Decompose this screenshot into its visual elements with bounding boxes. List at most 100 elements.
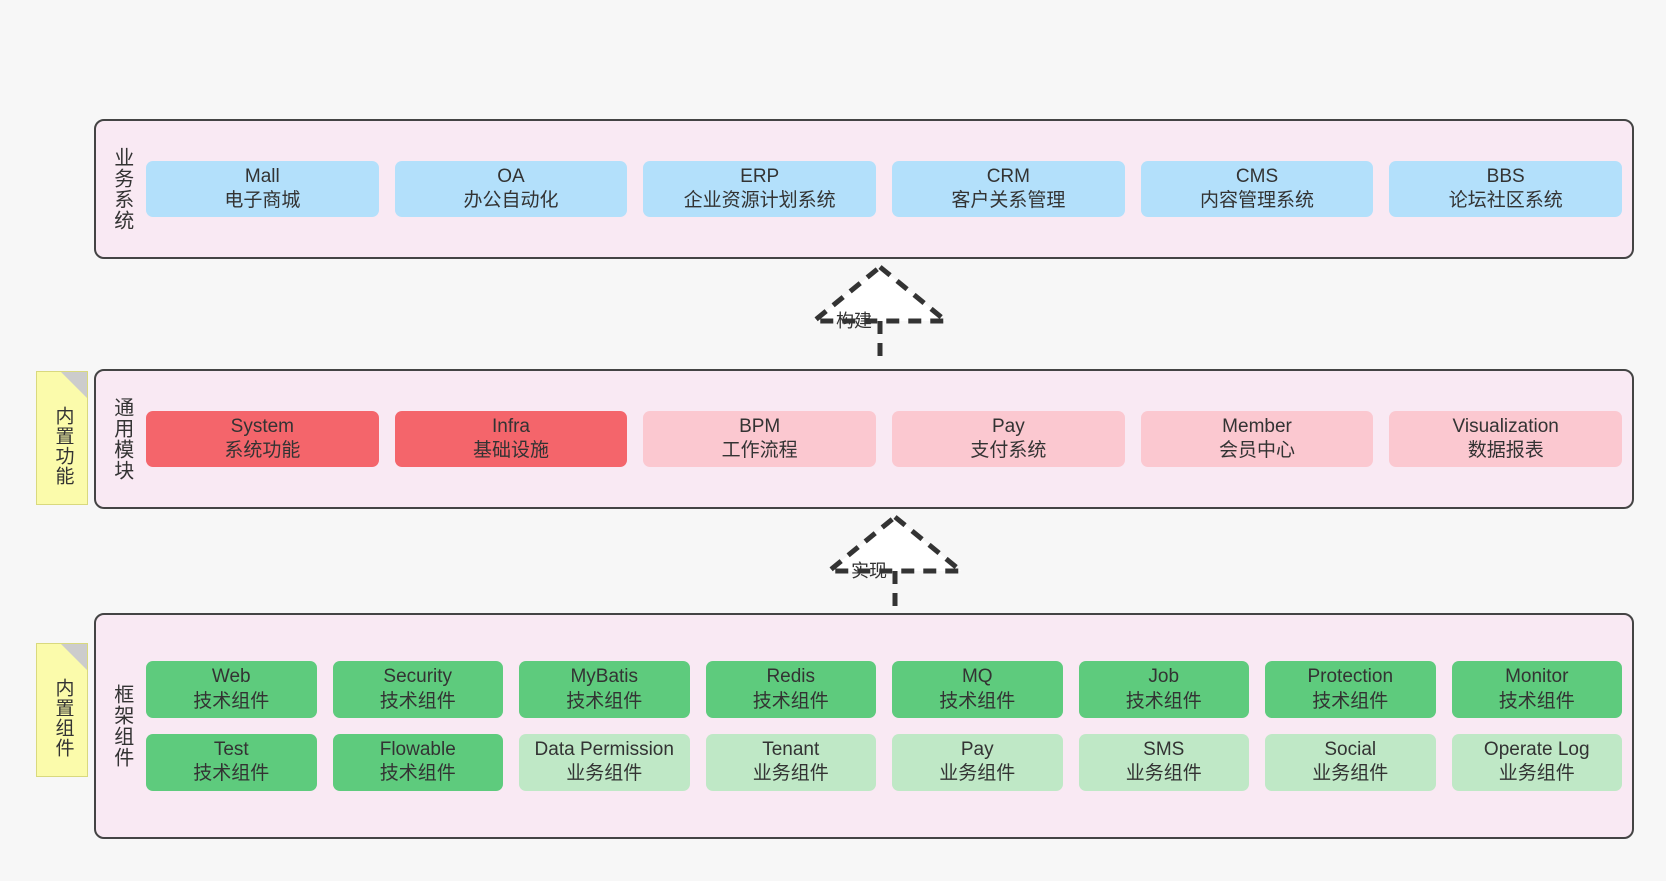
card-subtitle: 技术组件 — [379, 763, 456, 785]
card-title: Monitor — [1505, 666, 1569, 688]
card-subtitle: 办公自动化 — [463, 190, 559, 211]
card-subtitle: 会员中心 — [1219, 440, 1296, 461]
card-title: Social — [1324, 739, 1377, 760]
card-title: Pay — [991, 415, 1025, 437]
card-title: Visualization — [1452, 415, 1559, 437]
card-title: OA — [497, 165, 525, 187]
card-title: Web — [211, 666, 251, 688]
card-subtitle: 技术组件 — [939, 690, 1016, 712]
card-social[interactable]: Social 业务组件 — [1265, 734, 1436, 791]
note-builtin-function-text: 内置功能 — [52, 406, 74, 486]
card-title: Tenant — [762, 739, 820, 760]
card-test[interactable]: Test 技术组件 — [146, 734, 317, 791]
card-subtitle: 业务组件 — [939, 763, 1016, 785]
card-title: ERP — [740, 165, 780, 187]
connector-build: 构建 — [800, 259, 960, 369]
card-title: Flowable — [379, 739, 456, 760]
card-title: Protection — [1307, 666, 1394, 688]
card-title: MQ — [961, 666, 993, 688]
card-system[interactable]: System 系统功能 — [146, 410, 379, 468]
layer-business-system-title: 业务系统 — [110, 147, 133, 231]
card-sms[interactable]: SMS 业务组件 — [1078, 734, 1249, 791]
card-cms[interactable]: CMS 内容管理系统 — [1140, 160, 1374, 218]
card-infra[interactable]: Infra 基础设施 — [394, 410, 628, 468]
card-title: Data Permission — [534, 739, 674, 760]
card-title: Pay — [960, 739, 994, 760]
connector-build-label: 构建 — [836, 311, 872, 331]
card-operate-log[interactable]: Operate Log 业务组件 — [1451, 734, 1622, 791]
card-row: Test 技术组件 Flowable 技术组件 Data Permission … — [146, 734, 1622, 791]
card-subtitle: 数据报表 — [1467, 440, 1544, 461]
card-visualization[interactable]: Visualization 数据报表 — [1389, 410, 1623, 468]
card-subtitle: 业务组件 — [1312, 763, 1389, 785]
layer-common-module-body: System 系统功能 Infra 基础设施 BPM 工作流程 Pay 支付系统… — [146, 371, 1632, 507]
card-crm[interactable]: CRM 客户关系管理 — [892, 160, 1125, 218]
card-title: System — [230, 415, 295, 437]
card-data-permission[interactable]: Data Permission 业务组件 — [519, 734, 690, 791]
card-subtitle: 工作流程 — [721, 440, 798, 461]
card-monitor[interactable]: Monitor 技术组件 — [1451, 661, 1622, 718]
card-mq[interactable]: MQ 技术组件 — [892, 661, 1063, 718]
card-subtitle: 技术组件 — [566, 690, 643, 712]
connector-realize-arrow — [821, 513, 969, 611]
layer-common-module: 通用模块 System 系统功能 Infra 基础设施 BPM 工作流程 Pay… — [94, 369, 1634, 509]
layer-framework-component-title: 框架组件 — [110, 684, 133, 768]
card-web[interactable]: Web 技术组件 — [146, 661, 317, 718]
card-protection[interactable]: Protection 技术组件 — [1265, 661, 1436, 718]
card-title: CMS — [1235, 165, 1279, 187]
card-title: Redis — [766, 666, 816, 688]
card-subtitle: 业务组件 — [1498, 763, 1575, 785]
card-subtitle: 技术组件 — [193, 690, 270, 712]
connector-build-arrow — [806, 263, 954, 361]
card-security[interactable]: Security 技术组件 — [332, 661, 503, 718]
card-row: Mall 电子商城 OA 办公自动化 ERP 企业资源计划系统 CRM 客户关系… — [146, 160, 1623, 218]
card-title: Security — [383, 666, 453, 688]
layer-framework-component-body: Web 技术组件 Security 技术组件 MyBatis 技术组件 Redi… — [146, 615, 1632, 837]
note-builtin-function: 内置功能 — [36, 371, 88, 505]
card-pay-component[interactable]: Pay 业务组件 — [892, 734, 1063, 791]
layer-framework-component: 框架组件 Web 技术组件 Security 技术组件 MyBatis 技术组件… — [94, 613, 1634, 839]
card-tenant[interactable]: Tenant 业务组件 — [705, 734, 876, 791]
card-subtitle: 业务组件 — [752, 763, 829, 785]
card-erp[interactable]: ERP 企业资源计划系统 — [643, 160, 877, 218]
card-subtitle: 技术组件 — [1312, 690, 1389, 712]
card-mybatis[interactable]: MyBatis 技术组件 — [519, 661, 690, 718]
card-subtitle: 基础设施 — [473, 440, 550, 461]
card-subtitle: 内容管理系统 — [1200, 190, 1315, 211]
card-title: BBS — [1486, 165, 1525, 187]
card-subtitle: 技术组件 — [193, 763, 270, 785]
card-row: System 系统功能 Infra 基础设施 BPM 工作流程 Pay 支付系统… — [146, 410, 1623, 468]
layer-business-system-body: Mall 电子商城 OA 办公自动化 ERP 企业资源计划系统 CRM 客户关系… — [146, 121, 1632, 257]
card-subtitle: 企业资源计划系统 — [683, 190, 836, 211]
card-subtitle: 电子商城 — [224, 190, 301, 211]
card-bpm[interactable]: BPM 工作流程 — [643, 410, 877, 468]
card-subtitle: 技术组件 — [1498, 690, 1575, 712]
card-subtitle: 系统功能 — [224, 440, 301, 461]
card-flowable[interactable]: Flowable 技术组件 — [332, 734, 503, 791]
card-oa[interactable]: OA 办公自动化 — [394, 160, 628, 218]
card-subtitle: 业务组件 — [566, 763, 643, 785]
card-subtitle: 技术组件 — [752, 690, 829, 712]
card-redis[interactable]: Redis 技术组件 — [705, 661, 876, 718]
card-member[interactable]: Member 会员中心 — [1140, 410, 1374, 468]
card-subtitle: 论坛社区系统 — [1448, 190, 1563, 211]
layer-common-module-title: 通用模块 — [110, 397, 133, 481]
card-subtitle: 业务组件 — [1125, 763, 1202, 785]
card-title: MyBatis — [570, 666, 639, 688]
card-row: Web 技术组件 Security 技术组件 MyBatis 技术组件 Redi… — [146, 661, 1622, 718]
card-title: CRM — [986, 165, 1030, 187]
card-bbs[interactable]: BBS 论坛社区系统 — [1389, 160, 1623, 218]
card-pay-module[interactable]: Pay 支付系统 — [892, 410, 1125, 468]
card-title: Member — [1222, 415, 1292, 437]
card-title: Mall — [244, 165, 280, 187]
note-fold-corner-icon — [61, 644, 87, 670]
card-mall[interactable]: Mall 电子商城 — [146, 160, 379, 218]
card-title: Operate Log — [1483, 739, 1590, 760]
card-subtitle: 客户关系管理 — [951, 190, 1066, 211]
note-builtin-component-text: 内置组件 — [52, 678, 74, 758]
card-title: Job — [1148, 666, 1180, 688]
card-title: Test — [213, 739, 249, 760]
card-job[interactable]: Job 技术组件 — [1078, 661, 1249, 718]
card-title: Infra — [491, 415, 531, 437]
